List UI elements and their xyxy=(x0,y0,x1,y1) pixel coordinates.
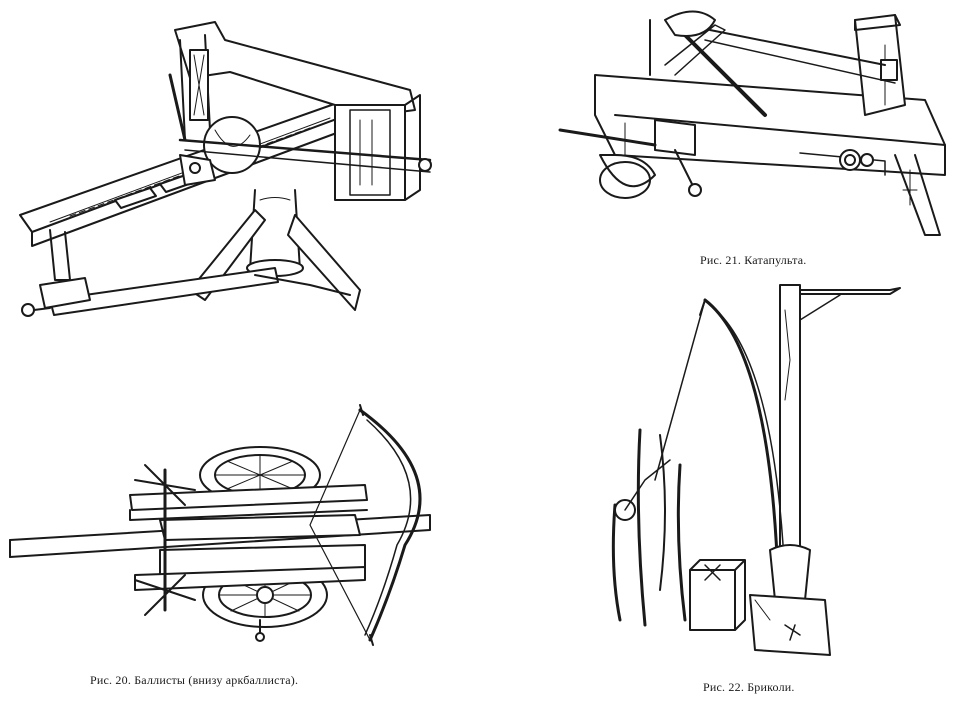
catapult-illustration xyxy=(555,5,955,245)
arcuballista-illustration xyxy=(5,395,435,660)
figure-caption-20: Рис. 20. Баллисты (внизу аркбаллиста). xyxy=(90,673,299,687)
ballista-illustration xyxy=(10,10,450,340)
figure-caption-21: Рис. 21. Катапульта. xyxy=(700,253,807,267)
bricole-illustration xyxy=(600,280,920,670)
figure-caption-22: Рис. 22. Бриколи. xyxy=(703,680,795,694)
